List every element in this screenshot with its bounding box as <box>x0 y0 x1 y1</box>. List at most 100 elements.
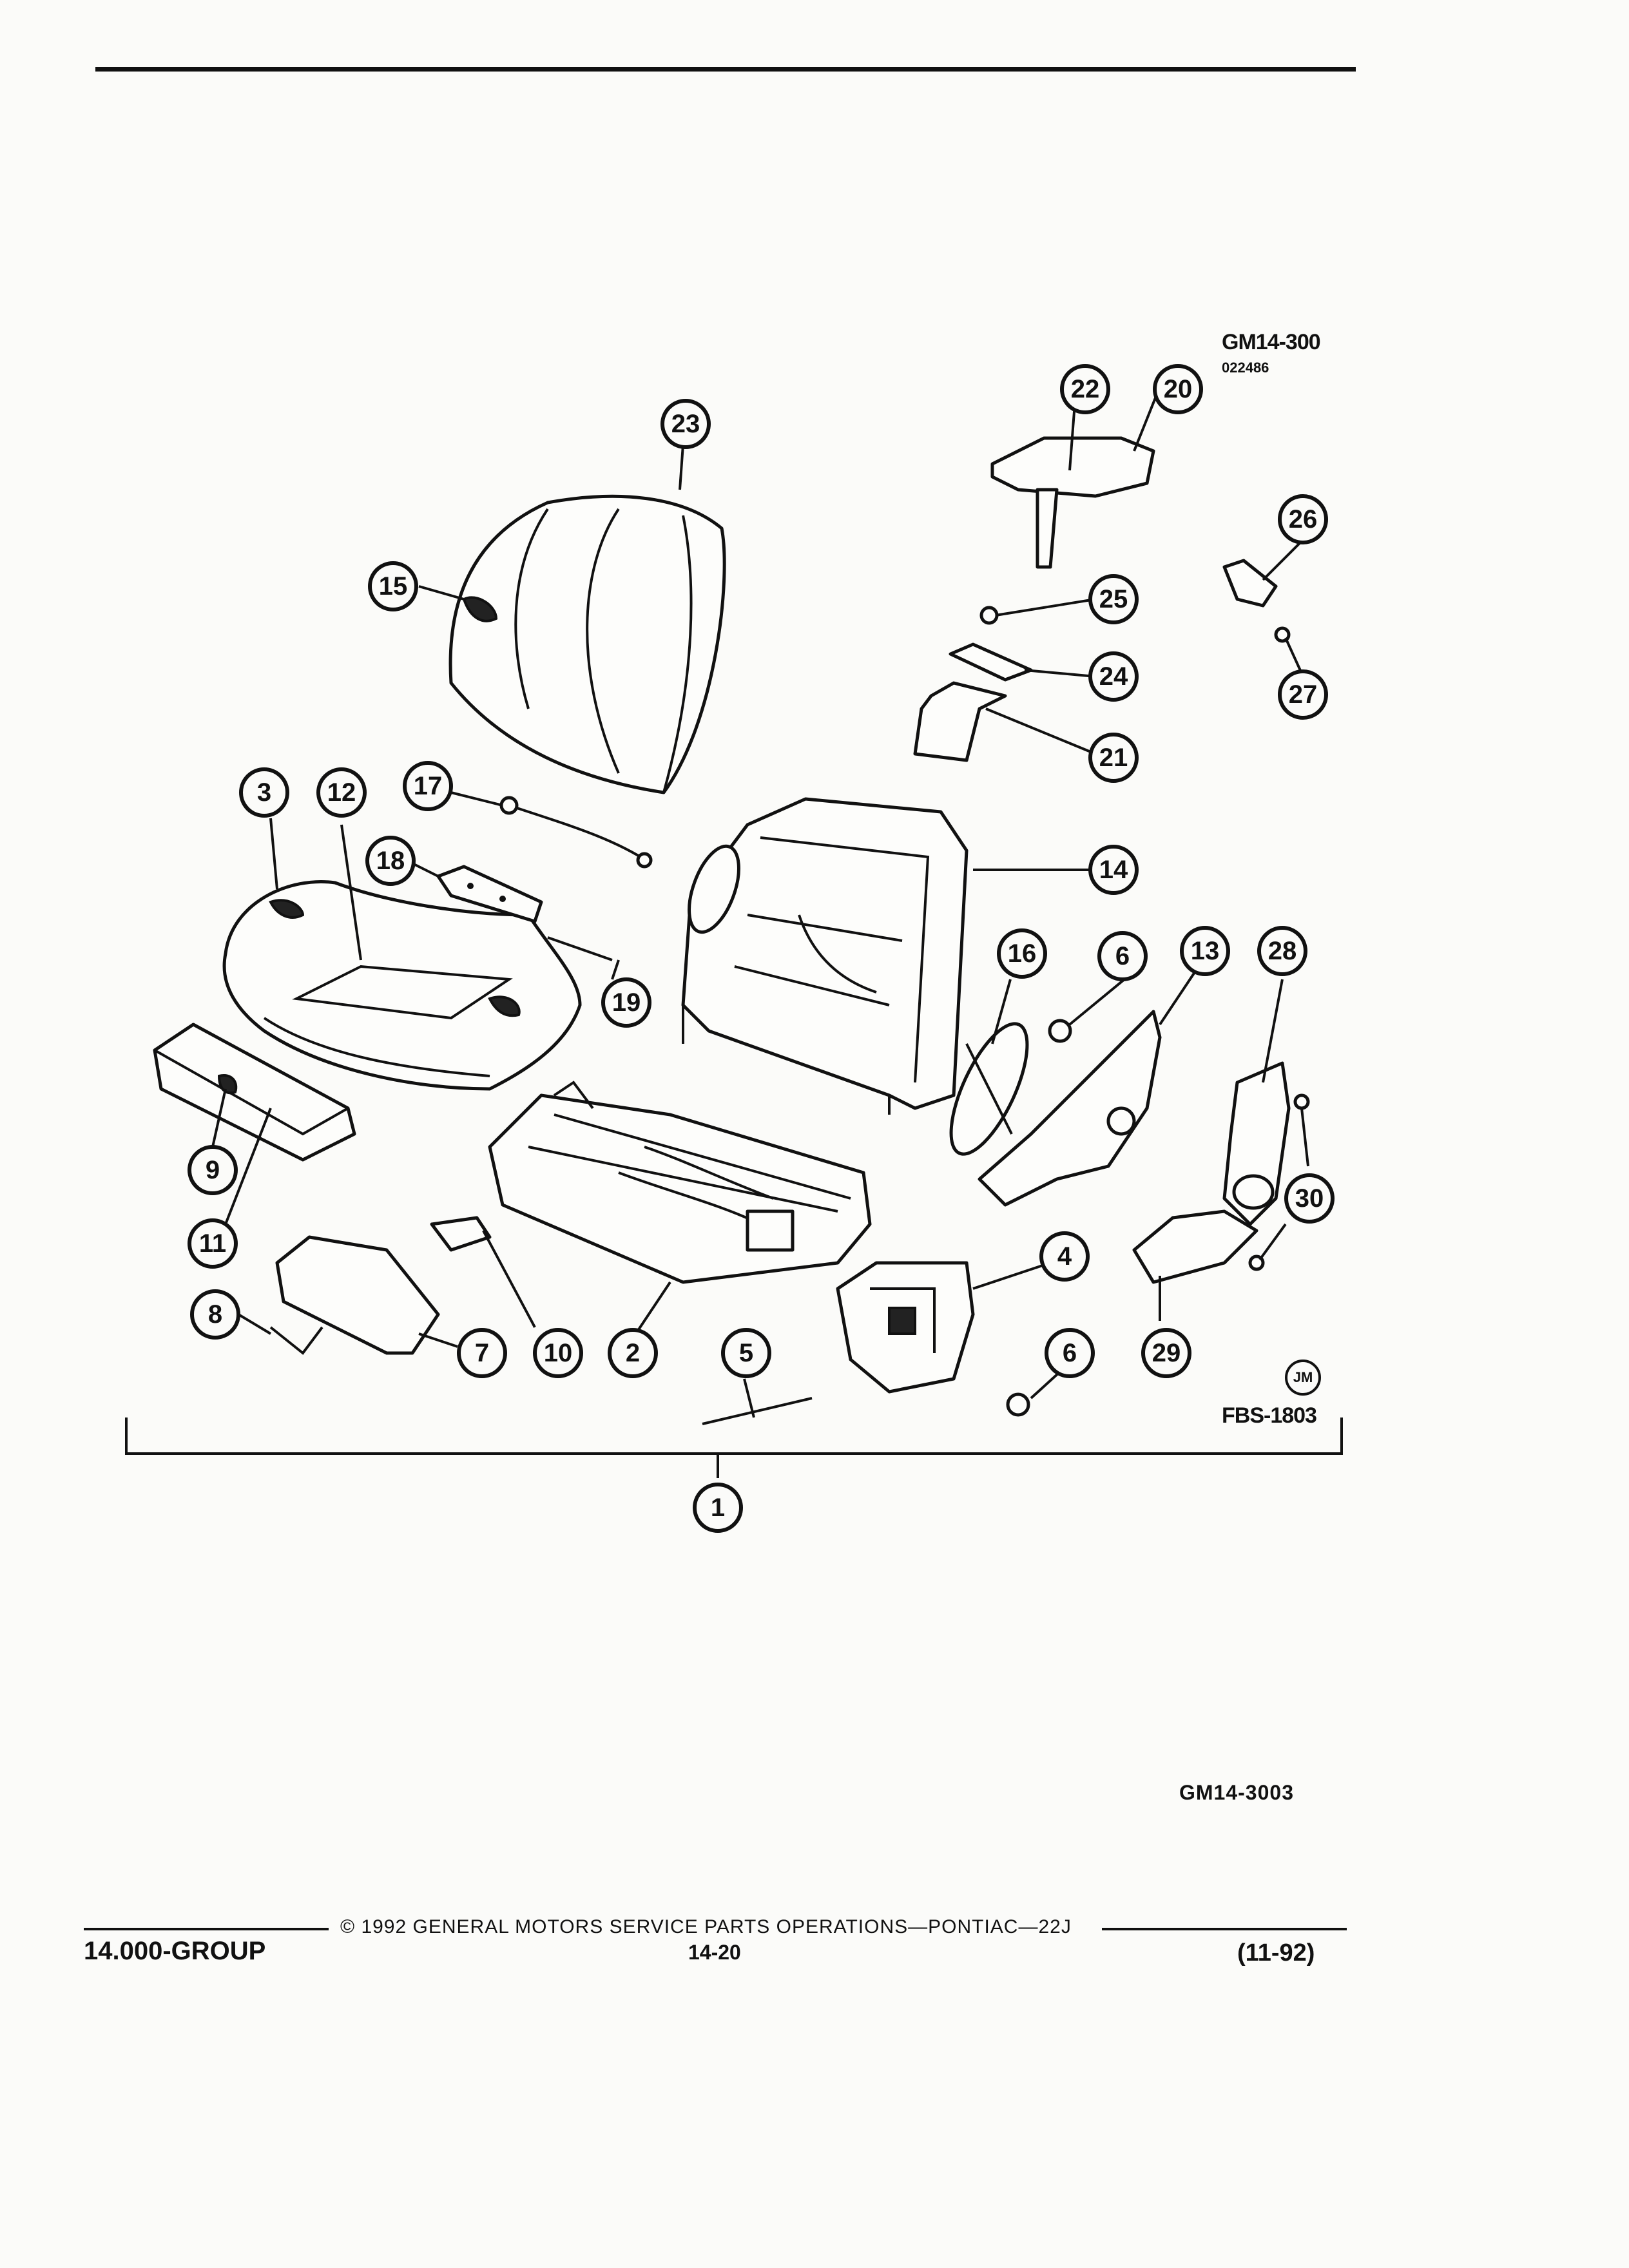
callout-6-upper: 6 <box>1097 931 1148 981</box>
figure-code: GM14-300 <box>1222 330 1321 354</box>
callout-5: 5 <box>721 1328 771 1378</box>
callout-label: 26 <box>1289 505 1318 533</box>
knob-lower <box>1006 1392 1030 1417</box>
callout-label: 27 <box>1289 680 1318 709</box>
callout-label: 15 <box>379 572 408 601</box>
cable-end <box>499 796 519 815</box>
seat-back-frame <box>681 797 969 1115</box>
side-cover-29 <box>1132 1209 1258 1284</box>
lumbar-pad <box>436 865 543 923</box>
drawing-code: FBS-1803 <box>1222 1403 1317 1428</box>
callout-label: 14 <box>1099 856 1128 884</box>
seat-cushion <box>222 880 582 1091</box>
callout-11: 11 <box>188 1218 238 1269</box>
seat-adjuster-frame <box>488 1081 872 1284</box>
catalog-code: GM14-3003 <box>1179 1781 1294 1804</box>
callout-label: 4 <box>1057 1242 1072 1271</box>
trim-strip <box>702 1397 813 1425</box>
top-rule <box>95 67 1356 72</box>
cover-7 <box>275 1235 440 1355</box>
callout-28: 28 <box>1257 926 1307 976</box>
callout-label: 16 <box>1008 939 1037 968</box>
callout-17: 17 <box>403 761 453 811</box>
callout-26: 26 <box>1278 494 1328 544</box>
leader-lines <box>211 386 1309 1418</box>
knob-upper <box>1048 1019 1072 1043</box>
callout-18: 18 <box>365 836 416 886</box>
side-panel <box>836 1261 975 1394</box>
recliner-wheel <box>949 1022 1029 1156</box>
callout-7: 7 <box>457 1328 507 1378</box>
callout-label: 25 <box>1099 585 1128 613</box>
callout-label: 6 <box>1063 1339 1077 1367</box>
callout-label: 3 <box>257 778 271 807</box>
callout-label: 24 <box>1099 662 1128 691</box>
callout-label: 7 <box>475 1339 489 1367</box>
callout-15: 15 <box>368 561 418 611</box>
callout-label: 9 <box>206 1156 220 1184</box>
callout-label: 30 <box>1295 1184 1324 1213</box>
callout-label: 28 <box>1268 937 1297 965</box>
callout-14: 14 <box>1088 845 1139 895</box>
callout-label: 10 <box>544 1339 573 1367</box>
screw-30a <box>1293 1093 1310 1110</box>
callout-1: 1 <box>693 1483 743 1533</box>
callout-label: 22 <box>1071 375 1100 403</box>
footer-copyright: © 1992 GENERAL MOTORS SERVICE PARTS OPER… <box>340 1916 1072 1937</box>
artist-mark: JM <box>1285 1360 1321 1396</box>
callout-20: 20 <box>1153 364 1203 414</box>
callout-3: 3 <box>239 767 289 818</box>
clip-10 <box>430 1216 492 1252</box>
callout-8: 8 <box>190 1289 240 1340</box>
callout-19: 19 <box>601 977 651 1028</box>
callout-4: 4 <box>1039 1231 1090 1282</box>
headrest <box>990 436 1155 569</box>
callout-22: 22 <box>1060 364 1110 414</box>
callout-label: 12 <box>327 778 356 807</box>
callout-16: 16 <box>997 928 1047 979</box>
callout-label: 11 <box>199 1229 226 1258</box>
callout-29: 29 <box>1141 1328 1191 1378</box>
rod <box>547 936 613 961</box>
callout-30: 30 <box>1284 1173 1335 1224</box>
callout-6-lower: 6 <box>1045 1328 1095 1378</box>
front-bolster <box>153 1023 356 1162</box>
callout-12: 12 <box>316 767 367 818</box>
clip-25 <box>979 606 999 625</box>
callout-label: 17 <box>414 772 443 800</box>
callout-25: 25 <box>1088 574 1139 624</box>
callout-27: 27 <box>1278 669 1328 720</box>
callout-10: 10 <box>533 1328 583 1378</box>
callout-label: 20 <box>1164 375 1193 403</box>
footer-group: 14.000-GROUP <box>84 1937 266 1965</box>
plate-24 <box>949 642 1033 682</box>
callout-label: 13 <box>1191 937 1220 965</box>
callout-13: 13 <box>1180 926 1230 976</box>
callout-label: 29 <box>1152 1339 1181 1367</box>
callout-label: 19 <box>612 988 641 1017</box>
cable-end-2 <box>636 852 653 869</box>
callout-label: 2 <box>626 1339 640 1367</box>
seat-back-cushion <box>448 494 726 794</box>
callout-21: 21 <box>1088 733 1139 783</box>
callout-label: 21 <box>1099 744 1128 772</box>
bracket-26 <box>1222 559 1278 608</box>
handle-8 <box>269 1326 323 1355</box>
guide-21 <box>913 681 1007 762</box>
callout-label: 5 <box>739 1339 753 1367</box>
callout-label: 8 <box>208 1300 222 1329</box>
footer-rule-left <box>84 1928 329 1930</box>
recliner-mechanism <box>978 1010 1162 1207</box>
assembly-bracket <box>125 1418 1343 1455</box>
callout-label: 18 <box>376 847 405 875</box>
callout-label: 1 <box>711 1494 725 1522</box>
side-cover-28 <box>1222 1061 1291 1226</box>
figure-sub-code: 022486 <box>1222 360 1269 376</box>
callout-24: 24 <box>1088 651 1139 702</box>
callout-label: 23 <box>671 410 700 438</box>
callout-label: 6 <box>1115 942 1130 970</box>
footer-page-number: 14-20 <box>688 1941 741 1964</box>
cable <box>508 804 652 865</box>
callout-9: 9 <box>188 1145 238 1195</box>
